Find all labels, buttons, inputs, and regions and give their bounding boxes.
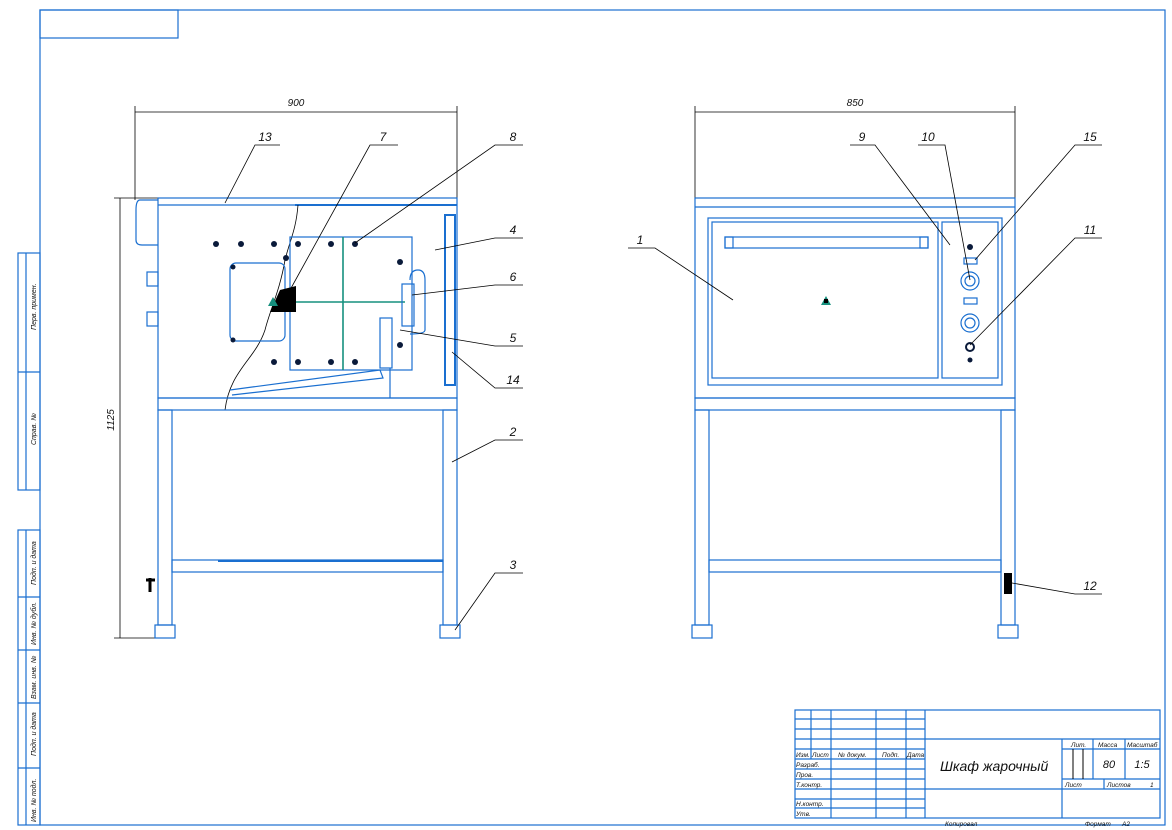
mass-value: 80 [1103,759,1116,771]
header-izm: Изм. [796,752,810,759]
balloon-11: 11 [1084,223,1096,237]
front-view: 850 [691,98,1019,639]
lit-label: Лит. [1070,742,1086,749]
header-doc: № докум. [838,751,867,759]
role-checker: Пров. [796,772,813,779]
drawing-frame [39,9,1166,826]
balloon-6: 6 [510,270,517,284]
balloon-7: 7 [380,130,388,144]
balloon-12: 12 [1083,579,1097,593]
header-date: Дата [906,752,925,759]
sheets-label: Листов [1106,782,1131,789]
format-value: А2 [1121,821,1130,828]
strip-label: Инв. № дубл. [30,602,38,645]
strip-label: Подп. и дата [30,712,38,756]
balloon-13: 13 [258,130,272,144]
dimension-width-front: 850 [847,98,864,109]
title-block: Изм. Лист № докум. Подп. Дата Разраб. Пр… [794,709,1161,828]
balloon-4: 4 [510,223,517,237]
sheet-label: Лист [1064,782,1082,789]
dimension-height: 1125 [106,409,117,431]
balloon-9: 9 [859,130,866,144]
mass-label: Масса [1098,742,1118,749]
drawing-title: Шкаф жарочный [940,758,1048,774]
callouts [224,144,1102,631]
balloon-10: 10 [921,130,935,144]
balloon-14: 14 [506,373,520,387]
top-left-box [39,9,179,39]
balloon-5: 5 [510,331,517,345]
strip-label: Инв. № подл. [30,779,38,822]
balloon-2: 2 [509,425,517,439]
strip-label: Взам. инв. № [31,655,38,699]
format-label: Формат [1085,821,1111,828]
header-list: Лист [811,752,829,759]
header-sign: Подп. [882,751,899,759]
balloon-8: 8 [510,130,517,144]
side-strip: Перв. примен. Справ. № Подп. и дата Инв.… [17,252,41,826]
strip-label: Справ. № [31,413,38,445]
dimension-width-side: 900 [288,98,305,109]
scale-value: 1:5 [1134,759,1150,771]
role-tcontrol: Т.контр. [796,782,822,789]
role-ncontrol: Н.контр. [796,801,824,808]
balloon-15: 15 [1083,130,1097,144]
role-approved: Утв. [795,811,811,818]
sheets-count: 1 [1150,782,1154,789]
side-view: 900 1125 [106,98,461,639]
balloon-3: 3 [510,558,517,572]
strip-label: Подп. и дата [30,541,38,585]
role-developer: Разраб. [796,761,820,769]
strip-label: Перв. примен. [31,283,38,330]
scale-label: Масштаб [1127,741,1158,749]
copied-label: Копировал [945,821,978,828]
balloon-1: 1 [637,233,644,247]
